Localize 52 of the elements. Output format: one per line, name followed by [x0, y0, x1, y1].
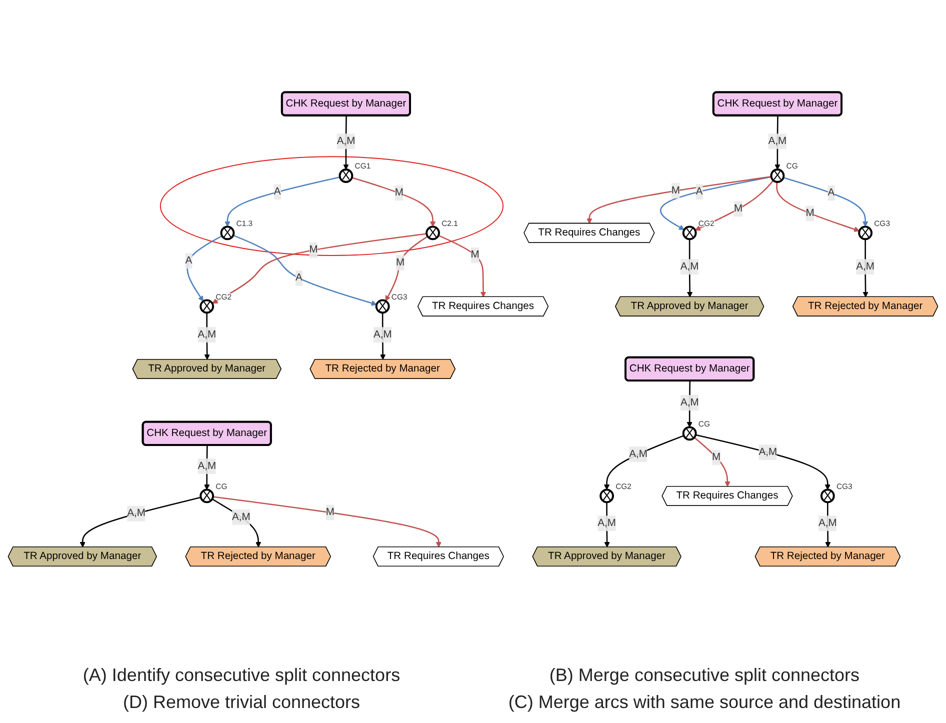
outcome-hexagon: TR Requires Changes — [418, 296, 548, 317]
edge-label: A,M — [598, 516, 616, 532]
edge-label: A,M — [768, 134, 787, 150]
outcome-hexagon: TR Approved by Manager — [532, 546, 682, 567]
edge-label: A,M — [856, 259, 874, 275]
outcome-hexagon: TR Rejected by Manager — [310, 359, 456, 380]
request-box: CHK Request by Manager — [712, 92, 842, 117]
edge-label: M — [326, 505, 334, 521]
request-box: CHK Request by Manager — [142, 421, 272, 446]
panel-caption: (D) Remove trivial connectors — [122, 692, 362, 713]
edge-label: A,M — [232, 510, 250, 526]
panel-caption: (B) Merge consecutive split connectors — [548, 665, 861, 686]
edge-label: M — [396, 255, 405, 271]
panel-caption: (C) Merge arcs with same source and destination — [507, 692, 902, 713]
outcome-hexagon: TR Approved by Manager — [8, 546, 157, 567]
outcome-hexagon: TR Approved by Manager — [615, 296, 764, 317]
edge-label: M — [806, 206, 814, 222]
edge-label: A,M — [373, 327, 392, 343]
gateway-circle: X — [858, 226, 873, 240]
outcome-hexagon: TR Rejected by Manager — [185, 546, 331, 567]
outcome-hexagon: TR Rejected by Manager — [754, 546, 900, 567]
outcome-hexagon: TR Requires Changes — [662, 486, 793, 506]
edge-label: A,M — [680, 259, 699, 275]
edge-label: A,M — [127, 506, 146, 522]
outcome-hexagon: TR Requires Changes — [524, 223, 655, 244]
edge-label: A — [185, 253, 192, 269]
request-box: CHK Request by Manager — [624, 356, 755, 382]
outcome-hexagon: TR Requires Changes — [372, 546, 504, 567]
gateway-circle: X — [375, 300, 390, 314]
edge-label: A — [696, 184, 703, 200]
request-box: CHK Request by Manager — [280, 92, 412, 117]
gateway-circle: X — [200, 300, 214, 314]
outcome-hexagon: TR Approved by Manager — [132, 359, 282, 380]
edge-label: A,M — [336, 134, 356, 150]
gateway-circle: X — [682, 226, 697, 240]
edge-label: A — [295, 270, 302, 286]
gateway-circle: X — [600, 489, 614, 504]
edge-label: A,M — [198, 327, 216, 343]
edge-label: A,M — [818, 516, 837, 532]
edge-label: A,M — [758, 444, 778, 460]
edge-label: M — [734, 202, 743, 218]
edge-label: A,M — [198, 458, 216, 474]
edge-label: A,M — [680, 395, 699, 411]
gateway-circle: X — [682, 426, 697, 441]
outcome-hexagon: TR Rejected by Manager — [792, 296, 938, 317]
panel-caption: (A) Identify consecutive split connectors — [82, 665, 402, 686]
edge-label: A — [828, 186, 835, 202]
gateway-circle: X — [820, 489, 835, 504]
edge-label: A,M — [629, 446, 648, 462]
gateway-circle: X — [200, 489, 214, 504]
edge-label: M — [712, 450, 721, 466]
edge-label: M — [671, 183, 680, 199]
